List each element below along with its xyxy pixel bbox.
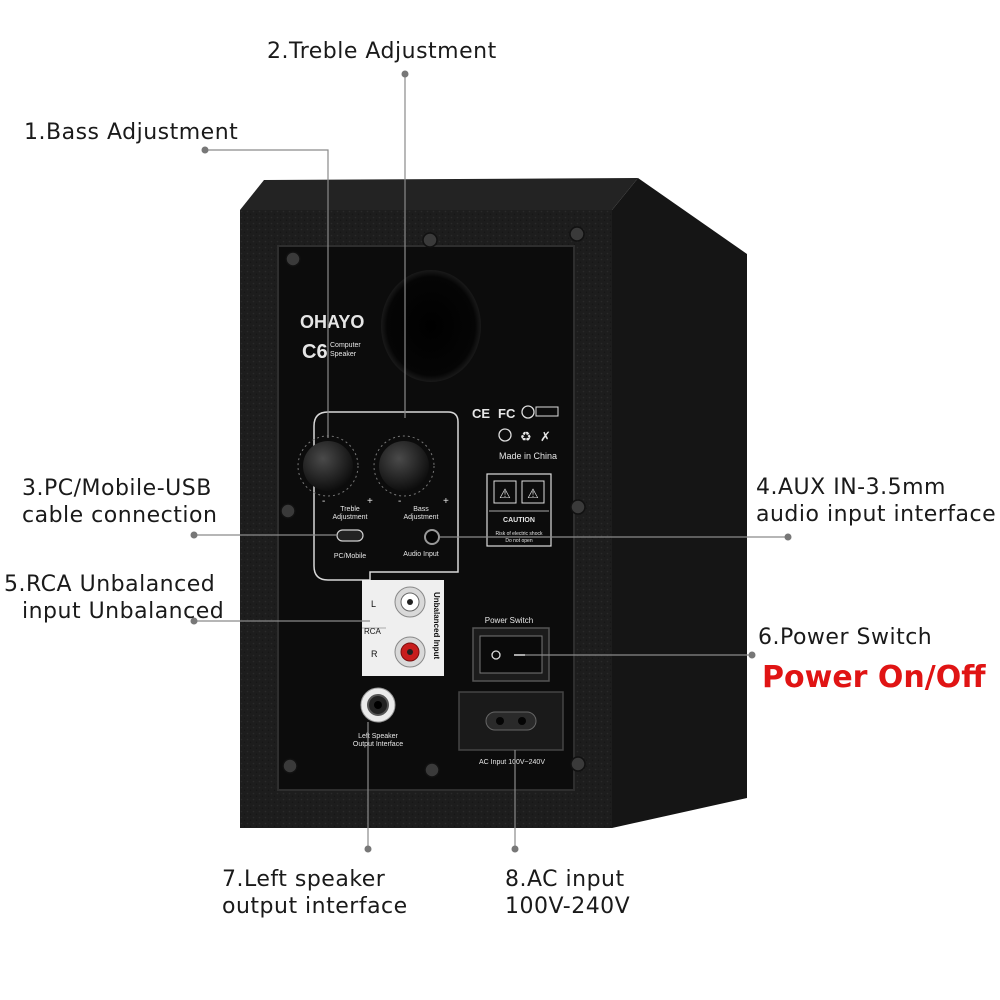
- callout-ac-line2: 100V-240V: [505, 894, 631, 919]
- cabinet-top: [240, 178, 638, 210]
- cabinet-side: [612, 178, 747, 828]
- rca-right-jack[interactable]: [394, 636, 426, 668]
- lightning-warning-icon: ⚠: [499, 486, 511, 501]
- control-outline: [313, 411, 459, 581]
- callout-power: 6.Power Switch: [758, 625, 933, 650]
- callout-bass: 1.Bass Adjustment: [24, 120, 239, 145]
- power-off-symbol: [491, 650, 501, 660]
- power-switch-label: Power Switch: [485, 616, 533, 625]
- bass-label-1: Bass: [413, 506, 429, 513]
- model-name: C6: [302, 341, 328, 363]
- model-sub-1: Computer: [330, 342, 361, 349]
- callout-aux: 4.AUX IN-3.5mm audio input interface: [756, 474, 996, 528]
- recycle-icon: ♻: [520, 429, 532, 444]
- bass-minus: -: [398, 496, 401, 507]
- ac-pin-right: [518, 717, 526, 725]
- warning-box-left: [493, 480, 517, 504]
- callout-aux-line1: 4.AUX IN-3.5mm: [756, 475, 946, 500]
- aux-jack[interactable]: [424, 529, 440, 545]
- warning-box-right: [521, 480, 545, 504]
- caution-text-2: Do not open: [505, 538, 532, 544]
- usb-label: PC/Mobile: [334, 553, 366, 560]
- callout-usb-line2: cable connection: [22, 503, 218, 528]
- treble-label-1: Treble: [340, 506, 360, 513]
- brand-logo: OHAYO: [300, 312, 364, 332]
- callout-usb-line1: 3.PC/Mobile-USB: [22, 476, 212, 501]
- callout-ac-line1: 8.AC input: [505, 867, 625, 892]
- callout-aux-line2: audio input interface: [756, 502, 997, 527]
- model-sub-2: Speaker: [330, 351, 357, 358]
- bass-port: [381, 270, 481, 382]
- exclamation-warning-icon: ⚠: [527, 486, 539, 501]
- callout-left-out: 7.Left speaker output interface: [222, 866, 408, 920]
- left-speaker-label-1: Left Speaker: [358, 733, 398, 740]
- treble-plus: +: [367, 496, 373, 507]
- screw-icon: [280, 226, 586, 778]
- treble-label-2: Adjustment: [332, 514, 367, 521]
- rohs-icon: [498, 428, 512, 442]
- rca-mid-label: RCA: [364, 627, 382, 636]
- leader-dots: [190, 70, 792, 853]
- callout-ac: 8.AC input 100V-240V: [505, 866, 630, 920]
- rca-vertical-label: Unbalanced Input: [432, 592, 441, 659]
- callout-usb: 3.PC/Mobile-USB cable connection: [22, 475, 217, 529]
- made-in-text: Made in China: [499, 451, 557, 461]
- ac-pin-left: [496, 717, 504, 725]
- aux-label: Audio Input: [403, 551, 438, 558]
- callout-rca-line2: input Unbalanced: [22, 599, 225, 624]
- rca-left-jack[interactable]: [394, 586, 426, 618]
- ac-input-label: AC Input 100V~240V: [479, 759, 545, 766]
- callout-rca-line1: 5.RCA Unbalanced: [4, 572, 216, 597]
- cert-badge-icon: [535, 406, 559, 417]
- cert-icon: [521, 405, 535, 419]
- rca-l-label: L: [371, 599, 376, 609]
- bass-knob[interactable]: [373, 435, 435, 497]
- callout-treble: 2.Treble Adjustment: [267, 39, 497, 64]
- leader-lines: [194, 74, 788, 849]
- ac-socket-opening: [485, 711, 537, 731]
- caution-label: [486, 473, 552, 547]
- bass-label-2: Adjustment: [403, 514, 438, 521]
- caution-text-1: Risk of electric shock: [496, 531, 543, 537]
- treble-minus: -: [322, 496, 325, 507]
- caution-title: CAUTION: [503, 517, 535, 524]
- left-speaker-output-jack[interactable]: [360, 687, 396, 723]
- callout-rca: 5.RCA Unbalanced input Unbalanced: [4, 571, 224, 625]
- ce-mark: CE: [472, 406, 490, 421]
- weee-bin-icon: ✗: [540, 429, 551, 444]
- left-speaker-label-2: Output Interface: [353, 741, 403, 748]
- callout-left-out-line1: 7.Left speaker: [222, 867, 386, 892]
- bass-plus: +: [443, 496, 449, 507]
- callout-power-note: Power On/Off: [762, 660, 986, 695]
- usb-c-port[interactable]: [336, 529, 364, 542]
- fc-mark: FC: [498, 406, 516, 421]
- callout-left-out-line2: output interface: [222, 894, 408, 919]
- rca-r-label: R: [371, 649, 378, 659]
